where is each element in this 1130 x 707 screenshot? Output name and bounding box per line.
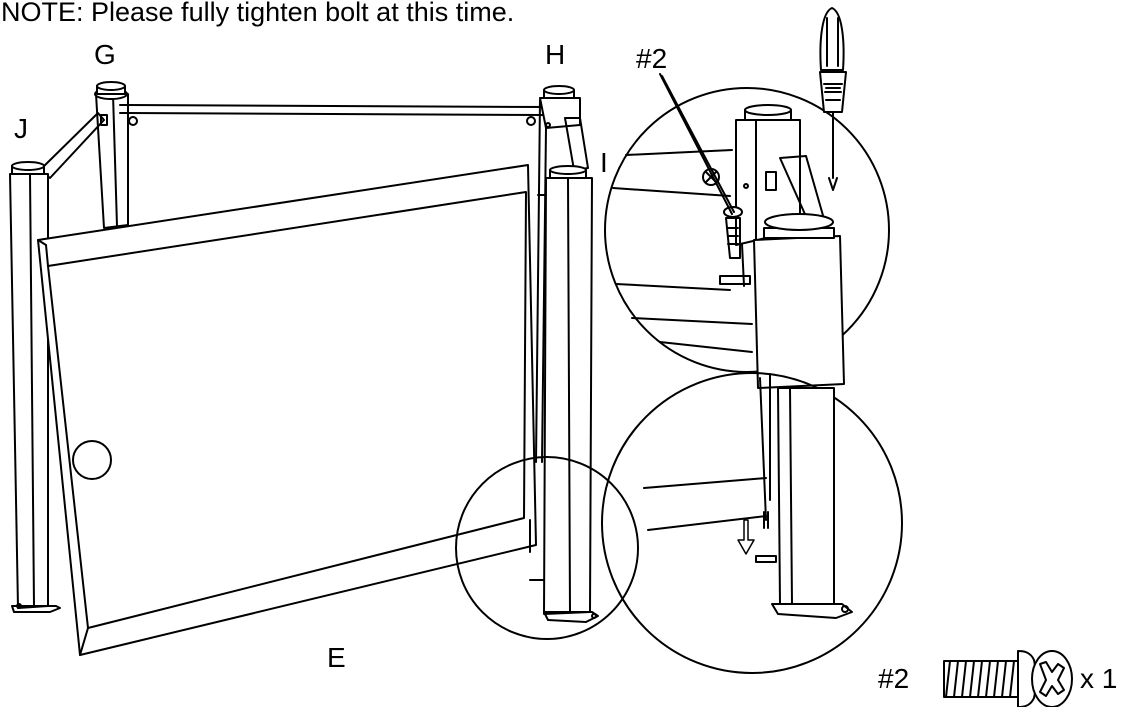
detail-circle-small (455, 456, 639, 640)
detail-part-label: #2 (636, 43, 668, 74)
leader-line (659, 73, 733, 215)
post-i (529, 165, 599, 623)
door-panel (37, 164, 537, 656)
label-i: I (600, 147, 608, 178)
label-g: G (94, 39, 116, 70)
legend-quantity: x 1 (1080, 663, 1118, 694)
post-h (535, 85, 589, 463)
label-e: E (327, 642, 346, 673)
legend-part-label: #2 (878, 663, 910, 694)
side-rail (39, 112, 105, 179)
note-text: NOTE: Please fully tighten bolt at this … (1, 0, 515, 27)
detail-circle-top (604, 7, 890, 389)
back-rail (119, 104, 549, 126)
post-j (9, 161, 61, 613)
bolt-icon (943, 650, 1073, 707)
detail-circle-bottom (601, 372, 903, 674)
post-g (94, 81, 129, 229)
label-j: J (14, 113, 28, 144)
label-h: H (545, 39, 566, 70)
